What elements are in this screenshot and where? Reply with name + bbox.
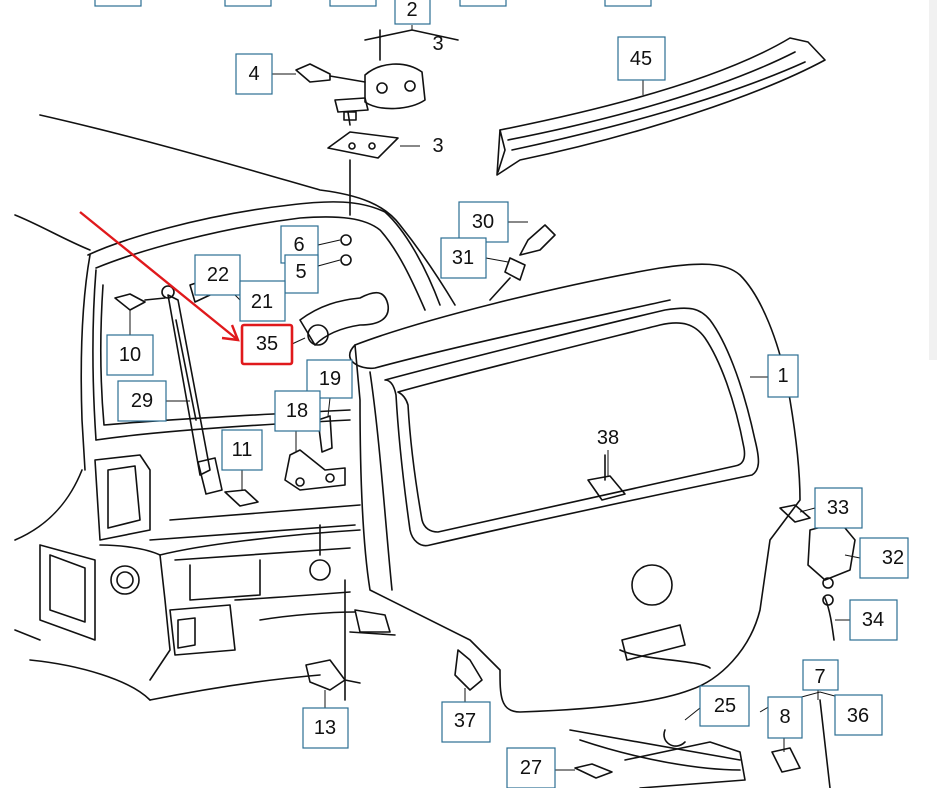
top-cutoff-boxes [94, 0, 652, 7]
callout-c2: 2 [394, 0, 431, 25]
callout-label: 45 [630, 48, 652, 70]
callout-label: 3 [432, 33, 443, 55]
callout-label: 1 [777, 365, 788, 387]
callout-c13: 13 [302, 707, 349, 749]
tailgate-illustration [348, 224, 801, 713]
spoiler-illustration [496, 37, 826, 176]
highlight-arrow [79, 211, 240, 342]
hinge-illustration [295, 29, 459, 216]
callout-c25: 25 [699, 685, 750, 727]
callout-c34: 34 [849, 599, 898, 641]
callout-c4: 4 [235, 53, 273, 95]
callout-label: 21 [251, 291, 273, 313]
callout-label: 19 [319, 368, 341, 390]
callout-c11: 11 [221, 429, 263, 471]
callout-label: 30 [472, 211, 494, 233]
gas-strut-illustration [114, 234, 389, 691]
callout-label: 33 [827, 497, 849, 519]
callout-label: 22 [207, 264, 229, 286]
callout-label: 5 [295, 261, 306, 283]
callout-label: 37 [454, 710, 476, 732]
callout-c36: 36 [834, 694, 883, 736]
callout-label: 31 [452, 247, 474, 269]
callout-c7: 7 [802, 659, 839, 691]
callout-label: 13 [314, 717, 336, 739]
callout-c32: 32 [859, 537, 909, 579]
callout-c27: 27 [506, 747, 556, 788]
callout-label: 27 [520, 757, 542, 779]
callout-c1: 1 [767, 354, 799, 398]
callout-c18: 18 [274, 390, 321, 432]
callout-c37: 37 [441, 701, 491, 743]
callout-c35: 35 [240, 323, 294, 366]
callout-label: 38 [597, 427, 619, 449]
callout-label: 32 [882, 547, 904, 569]
callout-label: 3 [432, 135, 443, 157]
callout-c21: 21 [239, 280, 286, 322]
callout-label: 4 [248, 63, 259, 85]
callout-c38: 38 [597, 427, 619, 449]
callout-c30: 30 [458, 201, 509, 243]
callout-label: 10 [119, 344, 141, 366]
callout-c5: 5 [284, 254, 319, 294]
callout-label: 36 [847, 705, 869, 727]
callout-c45: 45 [617, 36, 666, 81]
callout-c3b: 3 [432, 135, 443, 157]
callout-label: 7 [814, 666, 825, 688]
callout-label: 34 [862, 609, 884, 631]
callout-c22: 22 [194, 254, 241, 296]
callout-c10: 10 [106, 334, 154, 376]
callout-label: 2 [406, 0, 417, 21]
callout-label: 6 [293, 234, 304, 256]
callout-c33: 33 [814, 487, 863, 529]
callout-c3a: 3 [432, 33, 443, 55]
page-scrollbar[interactable] [929, 0, 937, 360]
car-body-illustration [14, 114, 456, 701]
callout-label: 35 [256, 333, 278, 355]
callout-label: 8 [779, 706, 790, 728]
callout-c29: 29 [117, 380, 167, 422]
callout-c8: 8 [767, 696, 803, 739]
callout-label: 18 [286, 400, 308, 422]
callout-c31: 31 [440, 237, 487, 279]
callout-label: 11 [232, 439, 253, 461]
callout-label: 29 [131, 390, 153, 412]
lock-handle-illustration [454, 504, 856, 788]
callout-label: 25 [714, 695, 736, 717]
